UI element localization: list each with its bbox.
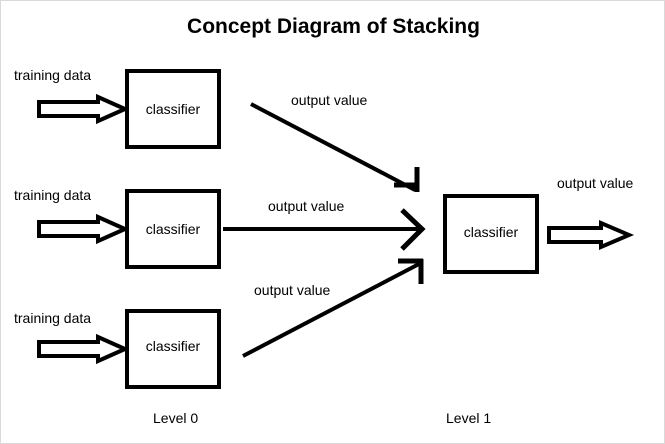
classifier-box-label-level1: classifier — [463, 224, 519, 240]
page-title: Concept Diagram of Stacking — [187, 15, 480, 38]
connector-line-top — [250, 102, 416, 192]
block-arrow-output-value — [547, 219, 635, 251]
training-data-label-1: training data — [14, 67, 92, 83]
block-arrow-training-data-3 — [37, 333, 130, 365]
block-arrow-training-data-1 — [37, 93, 130, 125]
classifier-box-level0-3[interactable] — [125, 309, 221, 389]
training-data-label-2: training data — [14, 187, 92, 203]
training-data-label-3: training data — [14, 310, 92, 326]
output-value-label-1: output value — [291, 92, 368, 108]
connector-line-bottom — [242, 262, 420, 358]
level-0-caption: Level 0 — [153, 410, 199, 426]
classifier-box-label-3: classifier — [145, 338, 201, 354]
output-value-label-2: output value — [268, 198, 345, 214]
output-value-label-final: output value — [557, 175, 634, 191]
output-value-label-3: output value — [254, 282, 331, 298]
classifier-box-level0-2[interactable] — [125, 189, 221, 269]
classifier-box-label-1: classifier — [145, 101, 201, 117]
classifier-box-label-2: classifier — [145, 221, 201, 237]
arrowhead-middle — [400, 208, 426, 251]
classifier-box-level0-1[interactable] — [125, 69, 221, 149]
block-arrow-training-data-2 — [37, 213, 130, 245]
level-1-caption: Level 1 — [446, 410, 492, 426]
classifier-box-level1[interactable] — [443, 194, 539, 274]
